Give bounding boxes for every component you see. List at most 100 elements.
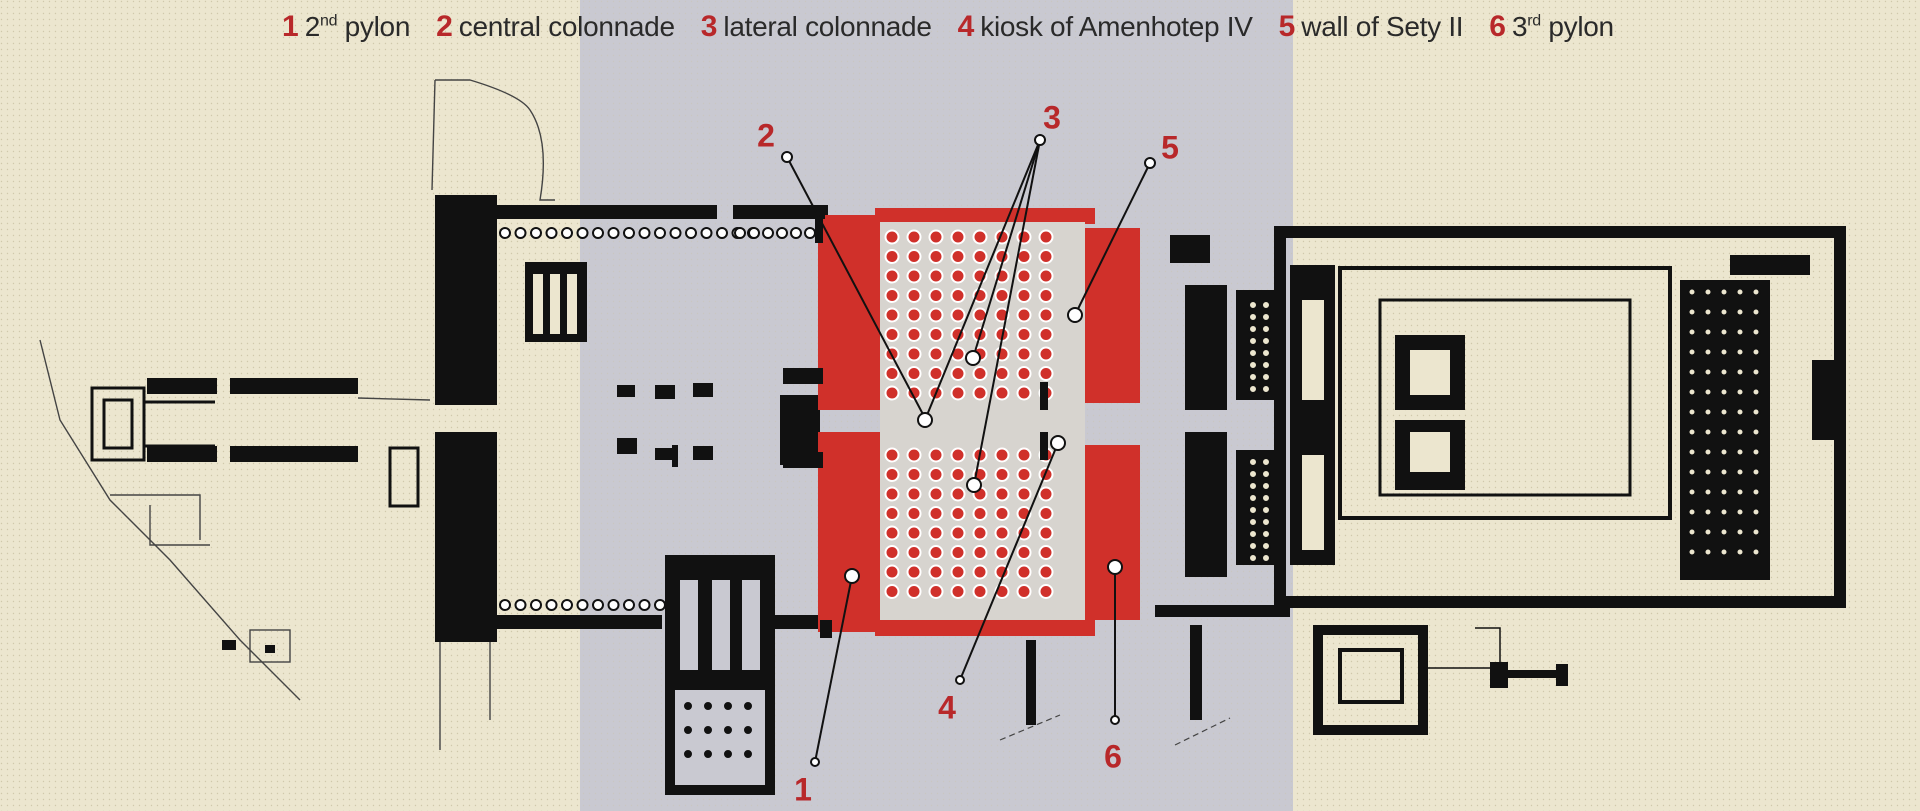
small-shrine [222, 640, 275, 653]
column-mark [1687, 407, 1697, 417]
column-mark [906, 564, 922, 580]
column-mark [561, 599, 573, 611]
column-mark [1751, 367, 1761, 377]
column-mark [928, 525, 944, 541]
column-mark [1735, 307, 1745, 317]
column-mark [950, 288, 966, 303]
column-mark [1038, 584, 1054, 599]
column-mark [928, 327, 944, 342]
column-mark [1703, 447, 1713, 457]
column-mark [1719, 347, 1729, 357]
column-mark [700, 227, 713, 239]
column-mark [1687, 467, 1697, 477]
column-mark [1751, 287, 1761, 297]
column-mark [884, 385, 900, 401]
column-mark [1687, 487, 1697, 497]
column-mark [1751, 447, 1761, 457]
column-mark [1751, 387, 1761, 397]
column-mark [928, 564, 944, 580]
column-mark [884, 447, 900, 463]
column-mark [1016, 268, 1032, 284]
column-mark [1735, 427, 1745, 437]
column-mark [734, 227, 746, 239]
annex-building [1313, 625, 1501, 735]
column-mark [1703, 347, 1713, 357]
column-mark [1016, 486, 1032, 502]
legend-label: 3rd pylon [1511, 11, 1614, 42]
column-mark [1248, 553, 1258, 563]
column-mark [1719, 327, 1729, 337]
column-mark [884, 545, 900, 560]
column-mark [1261, 529, 1271, 539]
column-mark [1016, 229, 1032, 245]
column-mark [972, 564, 988, 580]
callout-3: 3 [1043, 99, 1061, 136]
column-mark [1038, 525, 1054, 541]
column-mark [530, 599, 542, 611]
callout-5: 5 [1161, 129, 1179, 166]
callout-points [781, 134, 1156, 767]
column-mark [1719, 527, 1729, 537]
column-mark [1703, 387, 1713, 397]
column-mark [928, 268, 944, 284]
column-mark [1261, 493, 1271, 503]
column-mark [906, 346, 922, 362]
column-mark [994, 288, 1010, 303]
column-mark [1248, 300, 1258, 310]
column-mark [1719, 387, 1729, 397]
column-mark [682, 748, 694, 760]
column-mark [994, 385, 1010, 401]
column-mark [1751, 487, 1761, 497]
callout-4: 4 [938, 689, 956, 726]
column-mark [928, 545, 944, 560]
column-mark [884, 307, 900, 323]
column-mark [1687, 347, 1697, 357]
column-mark [1687, 547, 1697, 557]
column-mark [1719, 407, 1729, 417]
column-mark [884, 268, 900, 284]
entrance-colonnade [147, 378, 358, 462]
column-mark [1687, 367, 1697, 377]
column-mark [950, 249, 966, 264]
column-mark [928, 486, 944, 502]
column-mark [972, 385, 988, 401]
column-mark [928, 447, 944, 463]
column-mark [1261, 457, 1271, 467]
legend-item-3: 3 lateral colonnade [701, 10, 932, 44]
column-mark [1248, 517, 1258, 527]
column-mark [1038, 366, 1054, 381]
column-mark [1261, 505, 1271, 515]
column-mark [1016, 584, 1032, 599]
column-mark [1038, 307, 1054, 323]
main-temple [1274, 226, 1846, 608]
column-mark [1248, 481, 1258, 491]
column-mark [1016, 288, 1032, 303]
column-mark [1687, 307, 1697, 317]
column-mark [994, 545, 1010, 560]
hypostyle-walls [735, 205, 1048, 638]
column-mark [994, 467, 1010, 482]
column-mark [1751, 347, 1761, 357]
column-mark [1016, 467, 1032, 482]
column-mark [884, 525, 900, 541]
column-mark [804, 227, 816, 239]
column-mark [1038, 268, 1054, 284]
column-mark [906, 545, 922, 560]
column-mark [1751, 547, 1761, 557]
column-mark [1261, 517, 1271, 527]
column-mark [928, 584, 944, 599]
column-mark [906, 366, 922, 381]
column-mark [1248, 348, 1258, 358]
column-mark [1751, 407, 1761, 417]
column-mark [1719, 307, 1729, 317]
column-mark [928, 346, 944, 362]
column-mark [906, 467, 922, 482]
column-mark [1735, 447, 1745, 457]
column-mark [1248, 457, 1258, 467]
column-mark [1735, 387, 1745, 397]
column-mark [1038, 564, 1054, 580]
column-mark [1735, 507, 1745, 517]
column-mark [702, 748, 714, 760]
column-mark [928, 307, 944, 323]
